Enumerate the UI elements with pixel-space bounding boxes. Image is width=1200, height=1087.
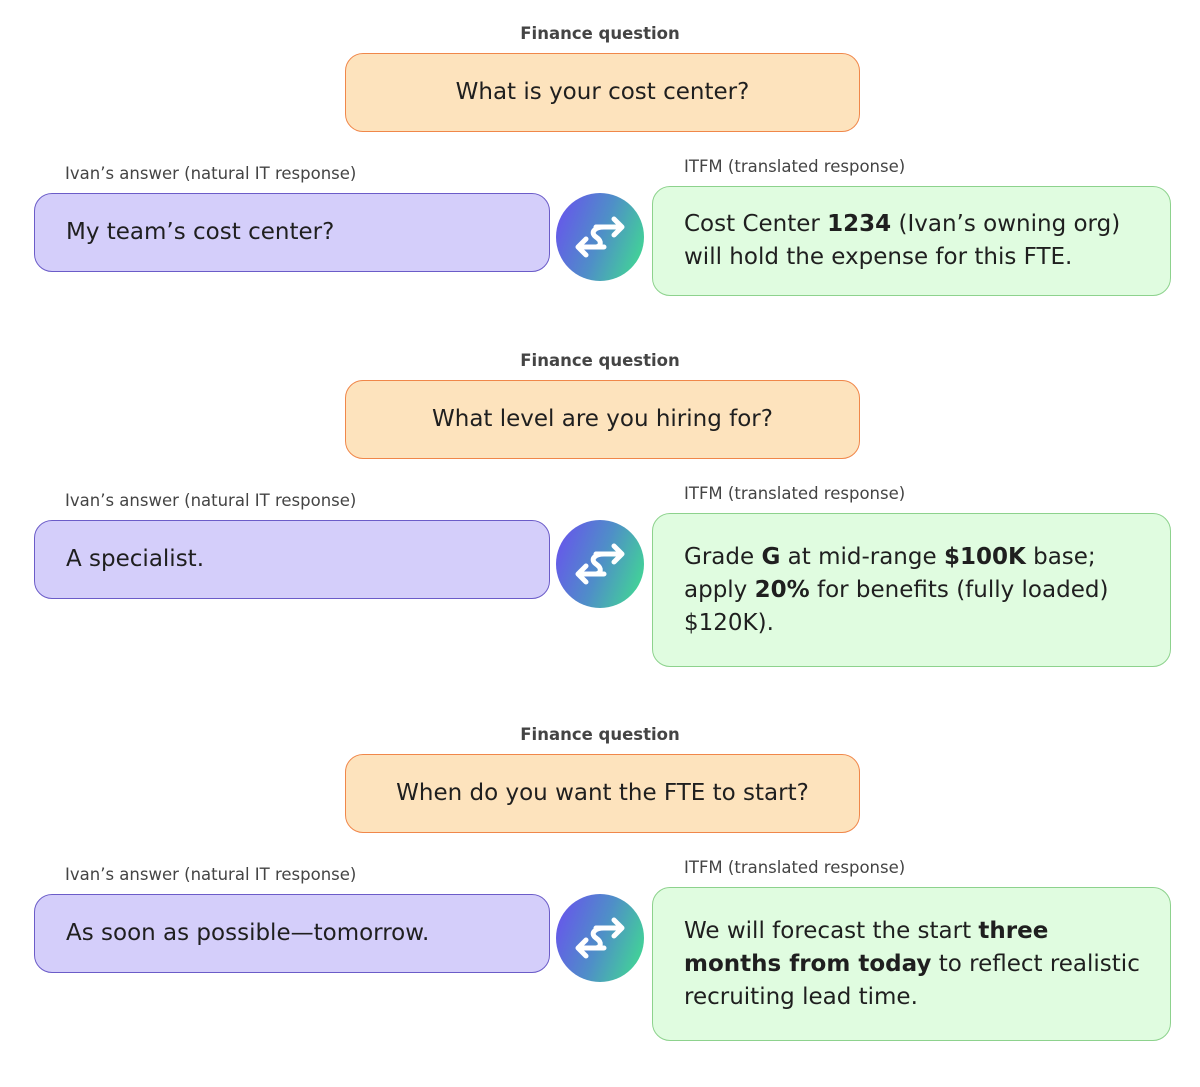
translated-segment: G [761, 543, 781, 570]
swap-arrows-icon [556, 193, 644, 281]
ivan-answer-text: A specialist. [66, 546, 204, 572]
ivan-answer-box: As soon as possible—tomorrow. [34, 894, 550, 973]
translated-segment: to reflect realistic recruiting lead tim… [684, 950, 1140, 1010]
translated-response-box: We will forecast the start three months … [652, 887, 1171, 1041]
translated-segment: base; apply [684, 543, 1096, 603]
finance-question-box: What is your cost center? [345, 53, 860, 132]
translated-segment: 1234 [827, 211, 892, 237]
finance-question-label: Finance question [520, 24, 680, 43]
translated-response-text: Cost Center 1234 (Ivan’s owning org) wil… [684, 208, 1150, 274]
finance-question-text: What is your cost center? [455, 79, 750, 105]
translated-segment: $100K [943, 543, 1026, 570]
translated-response-box: Cost Center 1234 (Ivan’s owning org) wil… [652, 186, 1171, 296]
translated-segment: Grade [684, 543, 762, 570]
finance-question-text: When do you want the FTE to start? [396, 780, 809, 806]
ivan-answer-box: A specialist. [34, 520, 550, 599]
finance-question-label: Finance question [520, 725, 680, 744]
translated-response-text: Grade G at mid-range $100K base; apply 2… [684, 541, 1150, 640]
translated-segment: for benefits (fully loaded) $120K). [684, 576, 1109, 636]
translated-response-box: Grade G at mid-range $100K base; apply 2… [652, 513, 1171, 667]
translated-segment: 20% [754, 576, 810, 603]
translated-segment: three months from today [684, 917, 1049, 977]
translated-label: ITFM (translated response) [684, 484, 906, 503]
swap-arrows-icon [556, 520, 644, 608]
finance-question-box: When do you want the FTE to start? [345, 754, 860, 833]
ivan-answer-text: As soon as possible—tomorrow. [66, 920, 430, 946]
answer-label: Ivan’s answer (natural IT response) [65, 164, 357, 183]
finance-question-label: Finance question [520, 351, 680, 370]
ivan-answer-text: My team’s cost center? [66, 219, 335, 245]
ivan-answer-box: My team’s cost center? [34, 193, 550, 272]
translated-label: ITFM (translated response) [684, 157, 906, 176]
translated-segment: Cost Center [684, 211, 828, 237]
translated-segment: We will forecast the start [684, 917, 979, 944]
finance-question-box: What level are you hiring for? [345, 380, 860, 459]
answer-label: Ivan’s answer (natural IT response) [65, 865, 357, 884]
translated-segment: at mid-range [780, 543, 944, 570]
finance-question-text: What level are you hiring for? [432, 406, 773, 432]
translated-segment: (Ivan’s owning org) will hold the expens… [684, 211, 1121, 270]
swap-arrows-icon [556, 894, 644, 982]
translated-response-text: We will forecast the start three months … [684, 915, 1150, 1014]
answer-label: Ivan’s answer (natural IT response) [65, 491, 357, 510]
translated-label: ITFM (translated response) [684, 858, 906, 877]
